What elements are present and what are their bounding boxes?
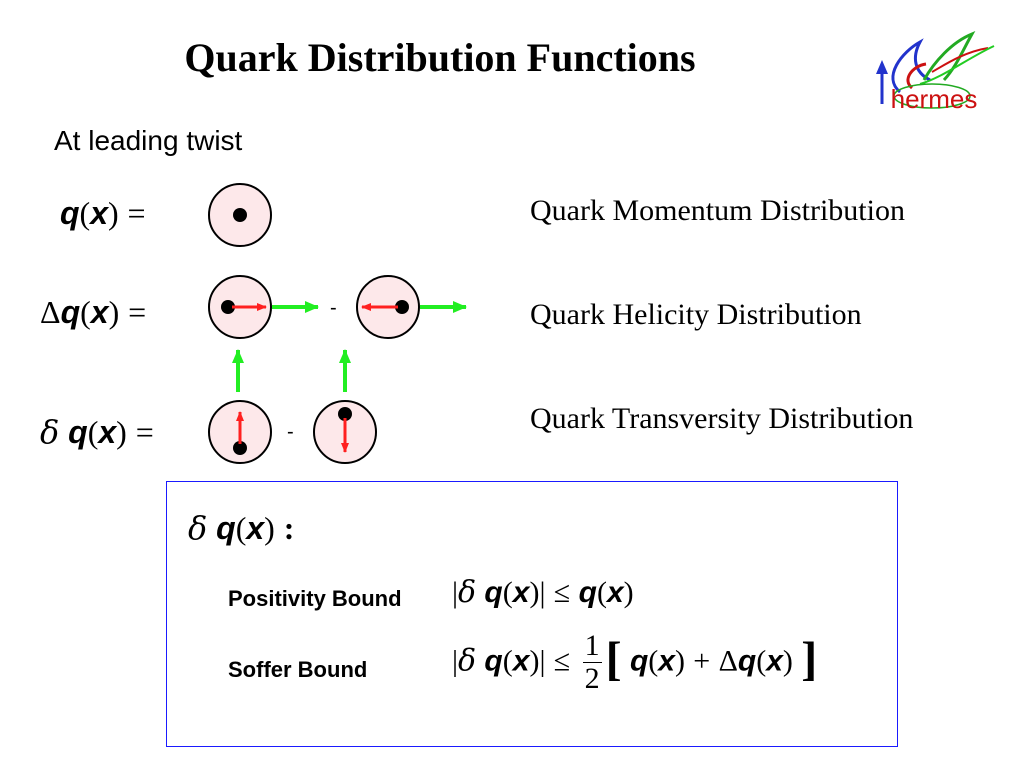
sym-delta: δ: [458, 575, 477, 610]
sym-x: x: [658, 644, 675, 678]
sym-paren: (: [502, 576, 513, 609]
desc-transversity: Quark Transversity Distribution: [530, 402, 914, 435]
nucleon-transversity-parallel: [208, 349, 272, 464]
desc-momentum: Quark Momentum Distribution: [530, 194, 905, 227]
quark-dot: [338, 407, 352, 421]
sym-paren: (: [756, 644, 767, 678]
sym-colon: :: [283, 510, 295, 546]
eq-momentum: q(x) =: [60, 193, 146, 233]
sym-bracket: ]: [801, 632, 818, 686]
fraction-numerator: 1: [582, 629, 602, 663]
quark-dot: [233, 441, 247, 455]
eq-paren: (: [79, 195, 91, 231]
quark-dot: [221, 300, 235, 314]
eq-x-symbol: x: [90, 294, 109, 330]
eq-q-symbol: q: [60, 195, 80, 231]
sym-plus: +: [693, 644, 711, 678]
sym-abs: |: [539, 644, 546, 678]
sym-q: q: [484, 644, 503, 678]
sym-q: q: [737, 644, 757, 678]
eq-delta: Δ: [40, 294, 61, 330]
sym-paren: (: [502, 644, 513, 678]
nucleon-transversity-antiparallel: [313, 349, 377, 464]
eq-helicity: Δq(x) =: [40, 292, 146, 332]
nucleon-helicity-antiparallel: [356, 275, 467, 339]
sym-abs: |: [539, 576, 546, 609]
eq-paren: (: [87, 414, 99, 450]
sym-paren: ): [623, 576, 634, 609]
sym-paren: (: [235, 510, 247, 546]
eq-transversity: δ q(x) =: [40, 412, 154, 452]
nucleon-momentum: [208, 183, 272, 247]
eq-q-symbol: q: [68, 414, 88, 450]
sym-paren: ): [674, 644, 685, 678]
quark-dot: [395, 300, 409, 314]
soffer-bound-label: Soffer Bound: [228, 657, 368, 682]
desc-helicity: Quark Helicity Distribution: [530, 298, 862, 331]
sym-Delta: Δ: [718, 644, 738, 678]
slide-subtitle: At leading twist: [54, 125, 243, 156]
hermes-logo-graphic: hermes: [876, 31, 995, 114]
sym-abs: |: [452, 644, 459, 678]
sym-x: x: [512, 644, 530, 678]
sym-abs: |: [452, 576, 459, 609]
nucleon-helicity-parallel: [208, 275, 319, 339]
sym-bracket: [: [605, 632, 622, 686]
sym-paren: (: [648, 644, 659, 678]
sym-paren: ): [264, 510, 275, 546]
quark-dot: [233, 208, 247, 222]
sym-q: q: [216, 510, 236, 546]
slide-title: Quark Distribution Functions: [184, 35, 696, 80]
eq-q-symbol: q: [60, 294, 81, 330]
eq-equals: =: [128, 294, 147, 330]
sym-x: x: [766, 644, 783, 678]
fraction-denominator: 2: [584, 662, 600, 695]
eq-x-symbol: x: [98, 414, 117, 450]
sym-x: x: [512, 576, 530, 609]
hermes-logo: hermes: [872, 22, 996, 118]
box-header: δ q(x) :: [188, 508, 294, 548]
eq-paren: ): [108, 195, 119, 231]
eq-delta: δ: [40, 413, 60, 451]
positivity-bound-formula: |δ q(x)| ≤ q(x): [452, 573, 634, 613]
eq-equals: =: [135, 414, 154, 450]
sym-paren: ): [529, 576, 540, 609]
sym-x: x: [246, 510, 265, 546]
logo-text: hermes: [891, 84, 978, 114]
eq-equals: =: [127, 195, 146, 231]
eq-paren: ): [116, 414, 127, 450]
eq-x-symbol: x: [90, 195, 108, 231]
minus-helicity: -: [330, 297, 337, 319]
sym-delta: δ: [458, 643, 477, 679]
eq-paren: (: [80, 294, 91, 330]
sym-paren: (: [596, 576, 607, 609]
sym-paren: ): [782, 644, 793, 678]
sym-q: q: [578, 576, 597, 609]
sym-delta: δ: [188, 509, 208, 547]
sym-x: x: [606, 576, 624, 609]
sym-q: q: [629, 644, 649, 678]
sym-q: q: [484, 576, 503, 609]
minus-transversity: -: [287, 421, 294, 443]
positivity-bound-label: Positivity Bound: [228, 586, 402, 611]
sym-leq: ≤: [553, 576, 571, 609]
sym-paren: ): [529, 644, 540, 678]
eq-paren: ): [108, 294, 120, 330]
sym-leq: ≤: [553, 644, 571, 678]
bounds-box: [166, 481, 898, 747]
